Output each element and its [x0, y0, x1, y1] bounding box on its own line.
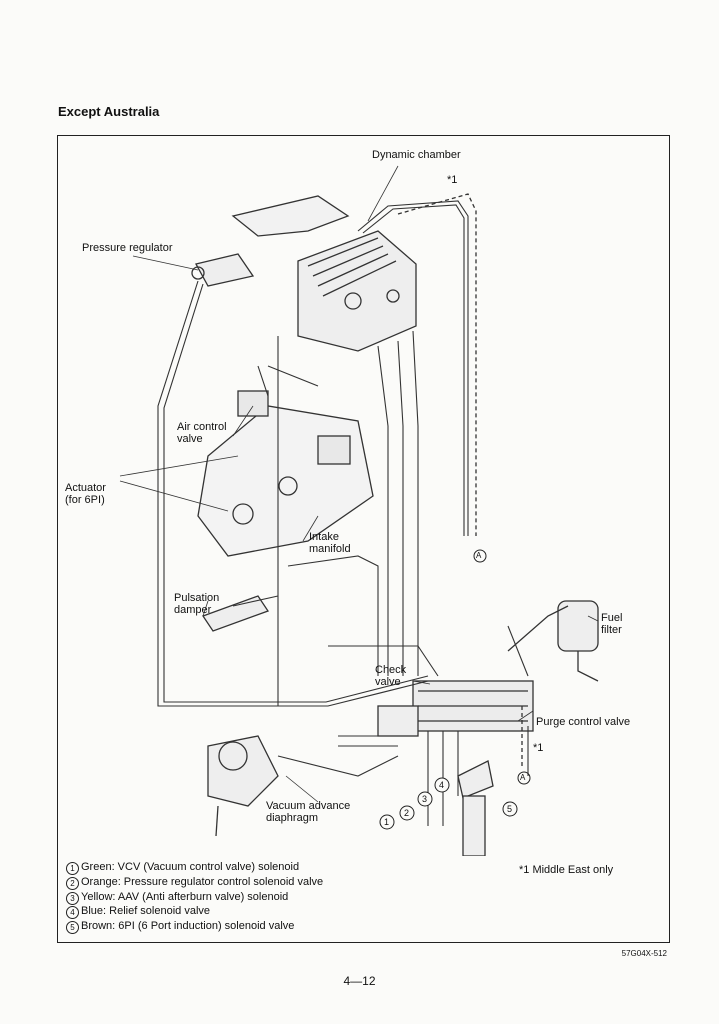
- label-actuator: Actuator (for 6PI): [65, 482, 106, 506]
- callout-circles: [379, 777, 518, 830]
- pulsation-damper-drawing: [202, 595, 269, 632]
- vacuum-hose-diagram: [119, 165, 599, 856]
- callout-circle-3: [417, 791, 433, 807]
- callout-circle-5: [502, 801, 518, 817]
- callout-circle-2: [399, 805, 415, 821]
- leader-lines: [119, 165, 599, 803]
- label-purge-control-valve: Purge control valve: [536, 716, 631, 728]
- label-pulsation-damper: Pulsation damper: [174, 592, 220, 616]
- connector-a-markers: [473, 549, 531, 785]
- legend-number-2: 2: [66, 877, 79, 890]
- filler-column-drawing: [457, 760, 494, 856]
- callout-number-4: 4: [439, 780, 445, 790]
- label-air-control-valve: Air control valve: [177, 421, 227, 445]
- callout-number-1: 1: [384, 817, 390, 827]
- legend-number-1: 1: [66, 862, 79, 875]
- page-number: 4—12: [343, 974, 376, 988]
- page-heading: Except Australia: [58, 104, 160, 119]
- label-check-valve: Check valve: [375, 664, 407, 688]
- solenoid-valve-cluster: [377, 680, 534, 737]
- label-connector-a-top: A: [476, 551, 482, 560]
- legend-number-5: 5: [66, 921, 79, 934]
- legend-number-3: 3: [66, 892, 79, 905]
- label-fuel-filter: Fuel filter: [601, 612, 623, 636]
- callout-circle-4: [434, 777, 450, 793]
- fuel-filter-drawing: [507, 600, 599, 682]
- label-star1-right: *1: [533, 742, 544, 754]
- dynamic-chamber-drawing: [231, 195, 417, 352]
- label-connector-a-bottom: A: [520, 773, 526, 782]
- pressure-regulator-drawing: [191, 253, 255, 287]
- figure-code: 57G04X-512: [621, 949, 667, 958]
- label-intake-manifold: Intake manifold: [309, 531, 351, 555]
- middle-east-note: *1 Middle East only: [519, 864, 614, 876]
- label-pressure-regulator: Pressure regulator: [82, 242, 173, 254]
- legend-text-2: Orange: Pressure regulator control solen…: [81, 876, 324, 888]
- callout-circle-1: [379, 814, 395, 830]
- legend-text-1: Green: VCV (Vacuum control valve) soleno…: [81, 861, 300, 873]
- legend-number-4: 4: [66, 906, 79, 919]
- legend-text-4: Blue: Relief solenoid valve: [81, 905, 211, 917]
- callout-number-5: 5: [507, 804, 513, 814]
- label-dynamic-chamber: Dynamic chamber: [372, 149, 461, 161]
- label-star1-top: *1: [447, 174, 458, 186]
- legend-text-3: Yellow: AAV (Anti afterburn valve) solen…: [81, 891, 289, 903]
- middle-east-dashed-line: [397, 193, 523, 766]
- label-vacuum-advance-diaphragm: Vacuum advance diaphragm: [266, 800, 351, 824]
- connector-a-bottom-circle: [517, 771, 531, 785]
- connector-a-top-circle: [473, 549, 487, 563]
- diagram-frame: [57, 135, 670, 943]
- legend-text-5: Brown: 6PI (6 Port induction) solenoid v…: [81, 920, 295, 932]
- intake-manifold-drawing: [197, 390, 374, 557]
- distributor-drawing: [207, 735, 279, 837]
- callout-number-3: 3: [422, 794, 428, 804]
- callout-number-2: 2: [404, 808, 410, 818]
